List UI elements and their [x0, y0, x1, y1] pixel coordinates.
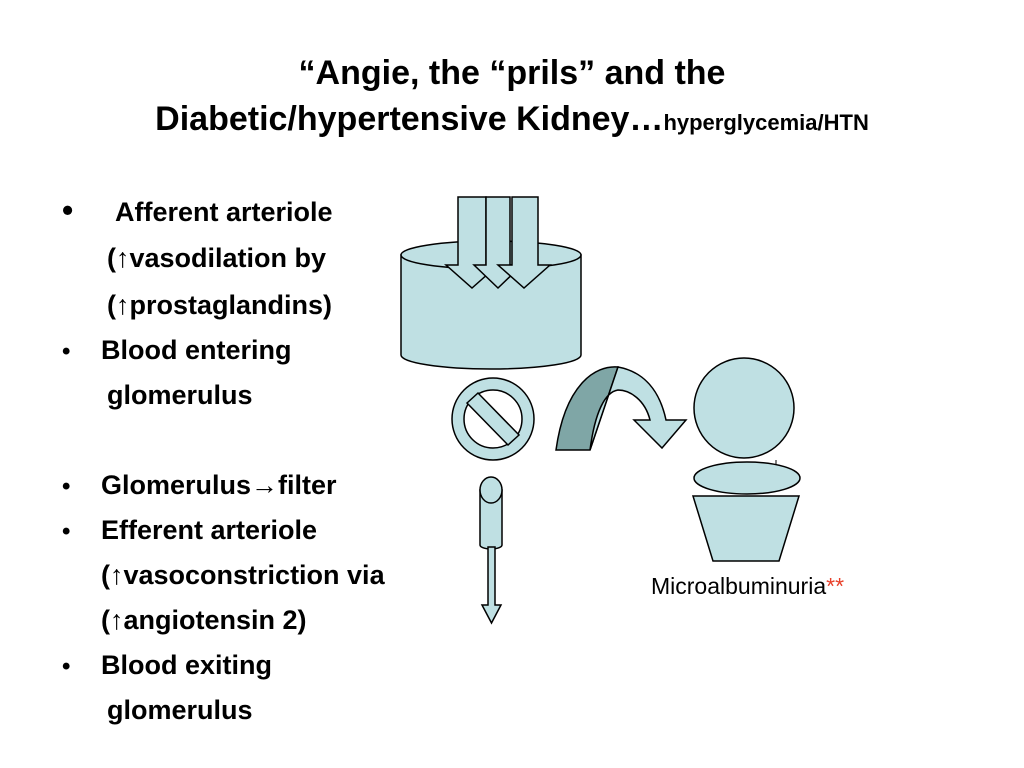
title-line-1: “Angie, the “prils” and the	[298, 54, 726, 92]
curved-arrow-icon	[555, 366, 688, 451]
afferent-down-arrows	[444, 196, 552, 290]
title-main: Diabetic/hypertensive Kidney…	[155, 100, 664, 138]
bullet-dot: •	[62, 653, 71, 680]
slide-title: “Angie, the “prils” and the Diabetic/hyp…	[0, 50, 1024, 146]
bullet-dot: •	[62, 518, 71, 545]
blood-exiting-line-1: Blood exiting	[101, 650, 272, 680]
caption-stars: **	[826, 573, 845, 599]
caption-text: Microalbuminuria	[651, 573, 827, 599]
bullet-dot: •	[62, 473, 71, 500]
title-line-2: Diabetic/hypertensive Kidney…hyperglycem…	[0, 96, 1024, 146]
microalbuminuria-label: Microalbuminuria**	[651, 573, 844, 600]
efferent-vasoconstriction: (↑vasoconstriction via	[101, 560, 385, 590]
title-subtitle: hyperglycemia/HTN	[663, 110, 869, 135]
efferent-heading: Efferent arteriole	[101, 515, 318, 545]
efferent-outflow-arrow	[479, 476, 503, 625]
bullet-dot: •	[62, 338, 71, 365]
bullet-dot: •	[62, 192, 74, 228]
microalbuminuria-figure	[691, 357, 801, 562]
blood-entering-line-2: glomerulus	[107, 380, 253, 410]
afferent-prostaglandins: (↑prostaglandins)	[107, 290, 333, 320]
efferent-angiotensin: (↑angiotensin 2)	[101, 605, 307, 635]
afferent-vasodilation: (↑vasodilation by	[107, 243, 327, 273]
glomerulus-filter: Glomerulus→filter	[101, 470, 337, 500]
blood-entering-line-1: Blood entering	[101, 335, 292, 365]
afferent-heading: Afferent arteriole	[115, 197, 333, 227]
prohibition-icon	[451, 377, 535, 461]
blood-exiting-line-2: glomerulus	[107, 695, 253, 725]
